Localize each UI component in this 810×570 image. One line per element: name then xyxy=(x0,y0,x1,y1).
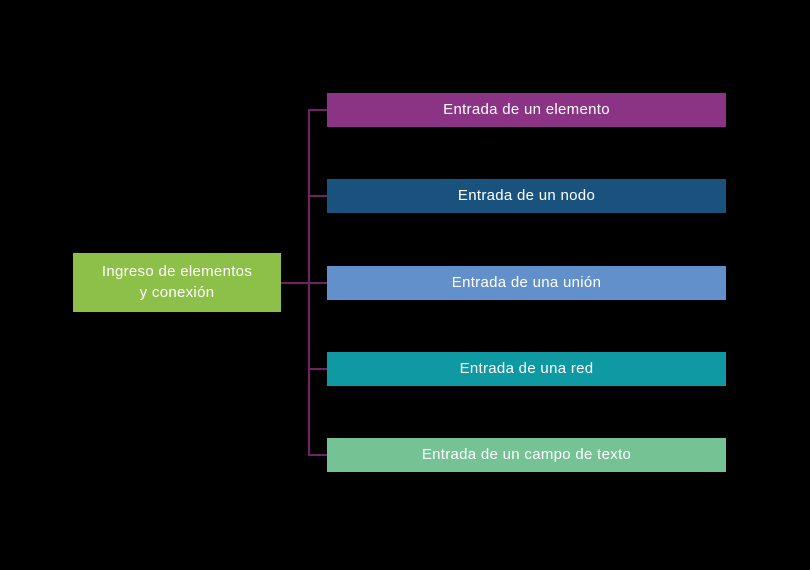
child-node-nodo[interactable]: Entrada de un nodo xyxy=(327,179,726,213)
child-node-label: Entrada de una red xyxy=(459,359,594,377)
connector-branch-nodo xyxy=(308,195,327,197)
root-node-label-line1: Ingreso de elementos xyxy=(101,263,253,281)
root-node-ingreso[interactable]: Ingreso de elementos y conexión xyxy=(73,253,281,312)
child-node-red[interactable]: Entrada de una red xyxy=(327,352,726,386)
connector-branch-campo-texto xyxy=(308,454,327,456)
child-node-campo-texto[interactable]: Entrada de un campo de texto xyxy=(327,438,726,472)
root-node-label-line2: y conexión xyxy=(139,283,215,301)
child-node-label: Entrada de un nodo xyxy=(457,186,596,204)
child-node-label: Entrada de un elemento xyxy=(443,100,610,118)
child-node-label: Entrada de un campo de texto xyxy=(421,445,632,463)
child-node-union[interactable]: Entrada de una unión xyxy=(327,266,726,300)
child-node-elemento[interactable]: Entrada de un elemento xyxy=(327,93,726,127)
child-node-label: Entrada de una unión xyxy=(451,273,602,291)
connector-branch-red xyxy=(308,368,327,370)
connector-branch-elemento xyxy=(308,109,327,111)
connector-branch-root-union xyxy=(281,282,327,284)
